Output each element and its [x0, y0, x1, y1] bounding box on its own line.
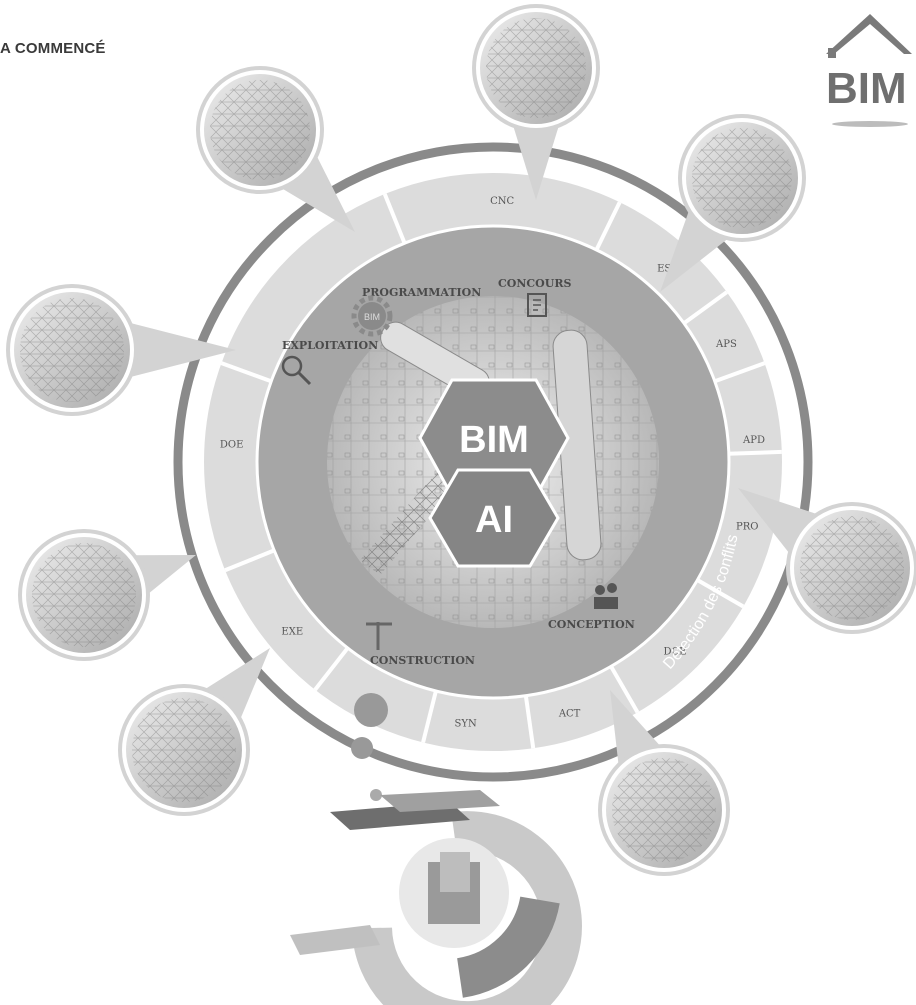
segment-label-syn: SYN	[455, 719, 477, 730]
phase-conception: CONCEPTION	[548, 618, 635, 631]
phase-programmation: PROGRAMMATION	[362, 286, 481, 299]
svg-text:BIM: BIM	[364, 312, 380, 322]
segment-label-apd: APD	[742, 435, 765, 446]
segment-label-act: ACT	[558, 709, 581, 720]
center-bim-label: BIM	[459, 419, 529, 461]
center-ai-label: AI	[475, 499, 513, 541]
segment-divider	[728, 452, 782, 454]
mini-cycle-diagram	[290, 790, 562, 1005]
phase-concours: CONCOURS	[498, 277, 571, 290]
segment-label-aps: APS	[715, 339, 737, 350]
segment-label-exe: EXE	[281, 626, 303, 637]
segment-label-pro: PRO	[736, 521, 758, 532]
phase-construction: CONSTRUCTION	[370, 654, 475, 667]
segment-label-cnc: CNC	[490, 196, 514, 207]
segment-label-doe: DOE	[220, 440, 244, 451]
phase-exploitation: EXPLOITATION	[282, 339, 378, 352]
